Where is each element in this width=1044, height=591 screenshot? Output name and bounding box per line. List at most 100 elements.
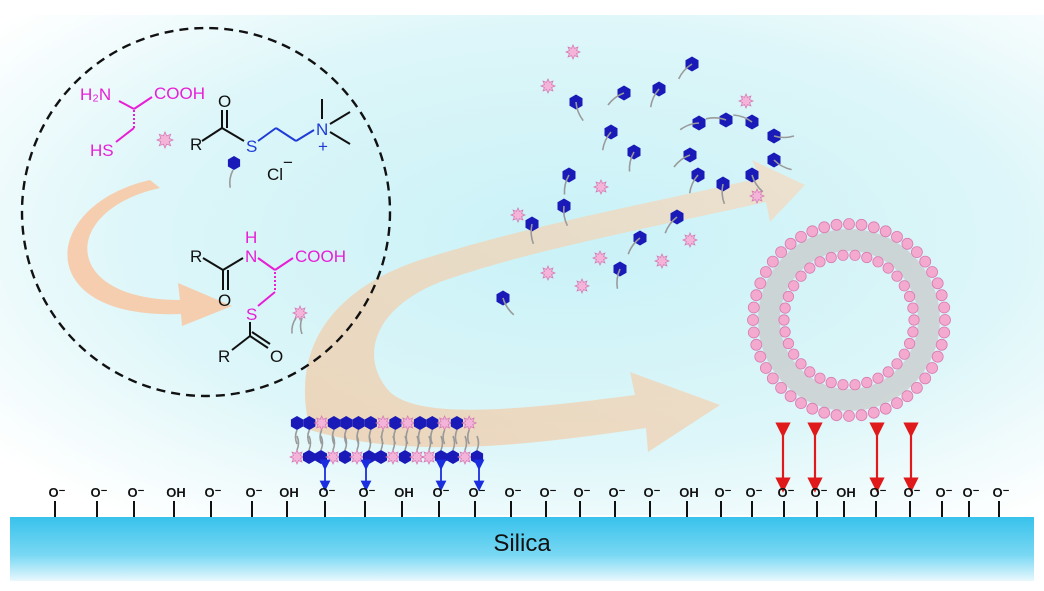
hexagon-headgroup-icon bbox=[364, 416, 377, 430]
vesicle-headgroup bbox=[867, 221, 880, 234]
vesicle-headgroup bbox=[903, 290, 916, 303]
vesicle-headgroup bbox=[804, 262, 816, 274]
hexagon-headgroup-icon bbox=[303, 416, 316, 430]
vesicle-headgroup bbox=[867, 406, 880, 419]
vesicle-headgroup bbox=[784, 237, 797, 250]
vesicle bbox=[747, 218, 951, 422]
lipid-tail bbox=[416, 435, 420, 451]
lipid-star-icon bbox=[292, 305, 308, 321]
lipid-tail bbox=[356, 435, 360, 451]
scheme-star-icon bbox=[155, 130, 175, 150]
lipid-tail bbox=[417, 429, 421, 445]
product-acid-label: COOH bbox=[295, 247, 346, 266]
lipid-tail bbox=[677, 63, 693, 80]
scheme-lipid-icon bbox=[291, 305, 308, 335]
surface-group-label: OH bbox=[836, 485, 856, 500]
vesicle-headgroup bbox=[907, 326, 919, 338]
vesicle-headgroup bbox=[855, 409, 868, 422]
cys-amine-label: H₂N bbox=[80, 85, 111, 104]
surface-group-label: O⁻ bbox=[574, 485, 591, 500]
hexagon-icon bbox=[227, 156, 241, 170]
vesicle-headgroup bbox=[926, 266, 938, 278]
thioester-o-label: O bbox=[218, 92, 231, 111]
surface-group-label: O⁻ bbox=[246, 485, 263, 500]
lipid-tail bbox=[616, 268, 621, 289]
vesicle-headgroup bbox=[872, 372, 884, 384]
vesicle-headgroup bbox=[754, 350, 767, 363]
vesicle-headgroup bbox=[911, 381, 923, 394]
thioester-molecule: R O S N + Cl − bbox=[190, 92, 351, 184]
surface-group-label: O⁻ bbox=[963, 485, 980, 500]
surface-group-label: O⁻ bbox=[49, 485, 66, 500]
vesicle-headgroup bbox=[908, 314, 920, 326]
star-icon bbox=[155, 130, 175, 150]
vesicle-headgroup bbox=[898, 348, 910, 360]
vesicle-headgroup bbox=[825, 376, 837, 389]
vesicle-headgroup bbox=[747, 326, 760, 339]
product-o2-label: O bbox=[270, 347, 283, 366]
vesicle-headgroup bbox=[911, 246, 923, 259]
lipid-tail bbox=[296, 435, 300, 451]
vesicle-headgroup bbox=[837, 249, 849, 261]
vesicle-headgroup bbox=[907, 302, 919, 314]
surface-group-label: O⁻ bbox=[746, 485, 763, 500]
lipid-tail bbox=[368, 435, 372, 451]
lipid-tail bbox=[575, 101, 584, 122]
surface-group-label: O⁻ bbox=[609, 485, 626, 500]
vesicle-headgroup bbox=[872, 256, 884, 268]
vesicle-headgroup bbox=[795, 397, 807, 410]
vesicle-headgroup bbox=[843, 410, 855, 422]
vesicle-headgroup bbox=[882, 366, 894, 378]
lipid-tail bbox=[627, 237, 641, 255]
surface-group-label: O⁻ bbox=[505, 485, 522, 500]
reaction-scheme-circle bbox=[20, 26, 392, 398]
surface-group-label: O⁻ bbox=[715, 485, 732, 500]
vesicle-headgroup bbox=[919, 372, 932, 385]
star-headgroup-icon bbox=[592, 250, 608, 266]
vesicle-headgroup bbox=[938, 301, 951, 314]
surface-group-label: O⁻ bbox=[993, 485, 1010, 500]
star-headgroup-icon bbox=[593, 179, 609, 195]
lipid-tail bbox=[705, 117, 727, 121]
star-headgroup-icon bbox=[565, 44, 581, 60]
vesicle-headgroup bbox=[939, 314, 951, 326]
counterion-charge-label: − bbox=[283, 153, 293, 172]
hexagon-headgroup-icon bbox=[340, 416, 353, 430]
vesicle-headgroup bbox=[938, 326, 951, 339]
vesicle-headgroup bbox=[782, 337, 795, 350]
vesicle-headgroup bbox=[784, 390, 797, 403]
star-headgroup-icon bbox=[421, 449, 437, 465]
surface-group-label: O⁻ bbox=[870, 485, 887, 500]
vesicle-headgroup bbox=[901, 390, 914, 403]
lipid-tail bbox=[673, 154, 691, 168]
hexagon-headgroup-icon bbox=[302, 450, 316, 464]
hexagon-headgroup-icon bbox=[389, 416, 402, 430]
lipid-tail bbox=[773, 135, 795, 139]
hexagon-headgroup-icon bbox=[413, 416, 427, 430]
star-headgroup-icon bbox=[749, 188, 765, 204]
vesicle-headgroup bbox=[750, 338, 763, 351]
star-headgroup-icon bbox=[738, 93, 754, 109]
vesicle-headgroup bbox=[830, 218, 843, 231]
vesicle-headgroup bbox=[931, 350, 944, 363]
lipid-tail bbox=[294, 429, 298, 445]
vesicle-headgroup bbox=[891, 358, 903, 370]
vesicle-headgroup bbox=[788, 348, 800, 360]
vesicle-headgroup bbox=[747, 301, 760, 314]
lipid-tail bbox=[464, 435, 468, 451]
vesicle-headgroup bbox=[814, 256, 826, 268]
lipid-tail bbox=[476, 435, 480, 451]
vesicle-headgroup bbox=[879, 225, 892, 238]
star-headgroup-icon bbox=[682, 232, 698, 248]
vesicle-headgroup bbox=[806, 225, 819, 238]
surface-group-label: O⁻ bbox=[540, 485, 557, 500]
vesicle-headgroup bbox=[891, 230, 903, 243]
vesicle-headgroup bbox=[926, 362, 938, 374]
hexagon-headgroup-icon bbox=[374, 450, 388, 464]
vesicle-headgroup bbox=[804, 366, 816, 378]
vesicle-headgroup bbox=[775, 246, 787, 259]
vesicle-headgroup bbox=[806, 402, 819, 415]
lipid-tail bbox=[380, 435, 384, 451]
